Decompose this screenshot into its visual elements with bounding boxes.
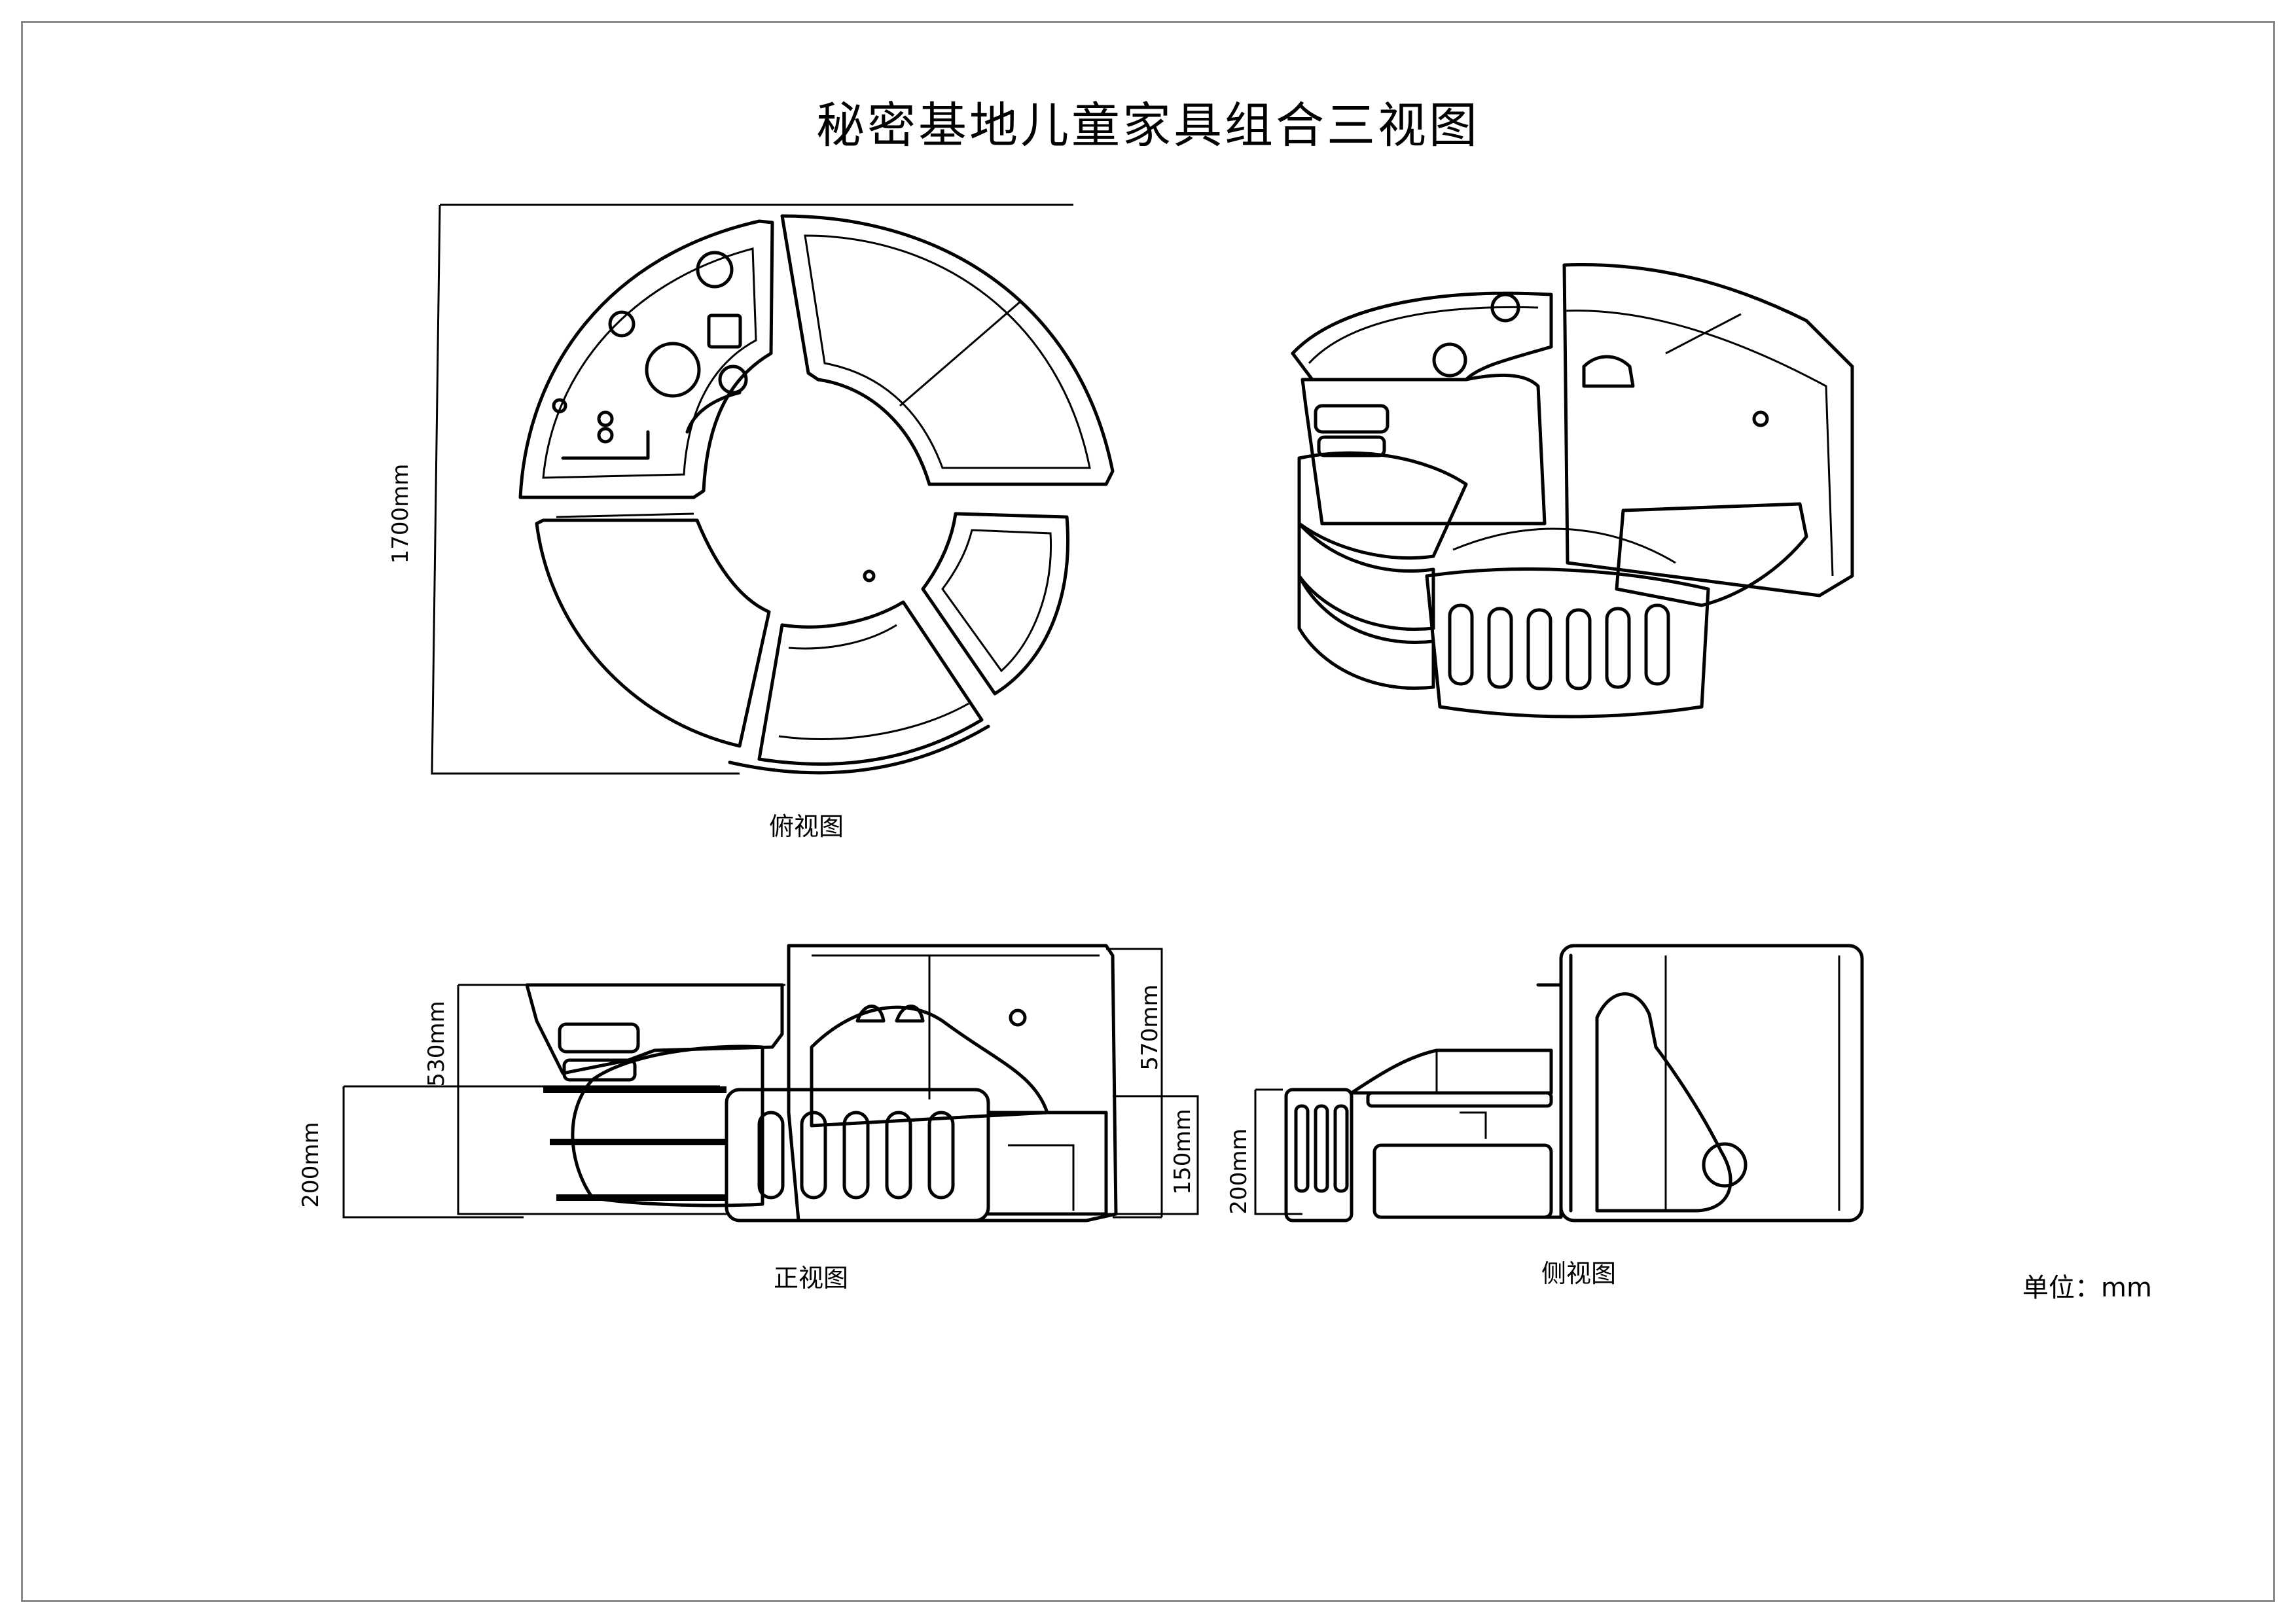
side-view-caption: 侧视图 — [1541, 1259, 1617, 1288]
top-view — [431, 204, 1115, 775]
front-view-step-height-dimension: 150mm — [1170, 1109, 1196, 1195]
side-view-seat-height-dimension: 200mm — [1226, 1128, 1252, 1215]
front-view-seat-height-dimension: 200mm — [298, 1122, 324, 1208]
perspective-view — [1291, 263, 1854, 719]
top-view-width-dimension: 1700mm — [387, 463, 414, 564]
side-view — [1254, 944, 1864, 1222]
front-view-caption: 正视图 — [774, 1264, 849, 1293]
unit-label: 单位：mm — [2022, 1273, 2152, 1303]
front-view — [342, 944, 1199, 1222]
front-view-right-height-dimension: 570mm — [1137, 984, 1163, 1071]
sheet-border — [21, 21, 2275, 1602]
top-view-caption: 俯视图 — [769, 812, 844, 841]
front-view-left-height-dimension: 530mm — [423, 1001, 450, 1087]
drawing-title: 秘密基地儿童家具组合三视图 — [816, 98, 1480, 154]
